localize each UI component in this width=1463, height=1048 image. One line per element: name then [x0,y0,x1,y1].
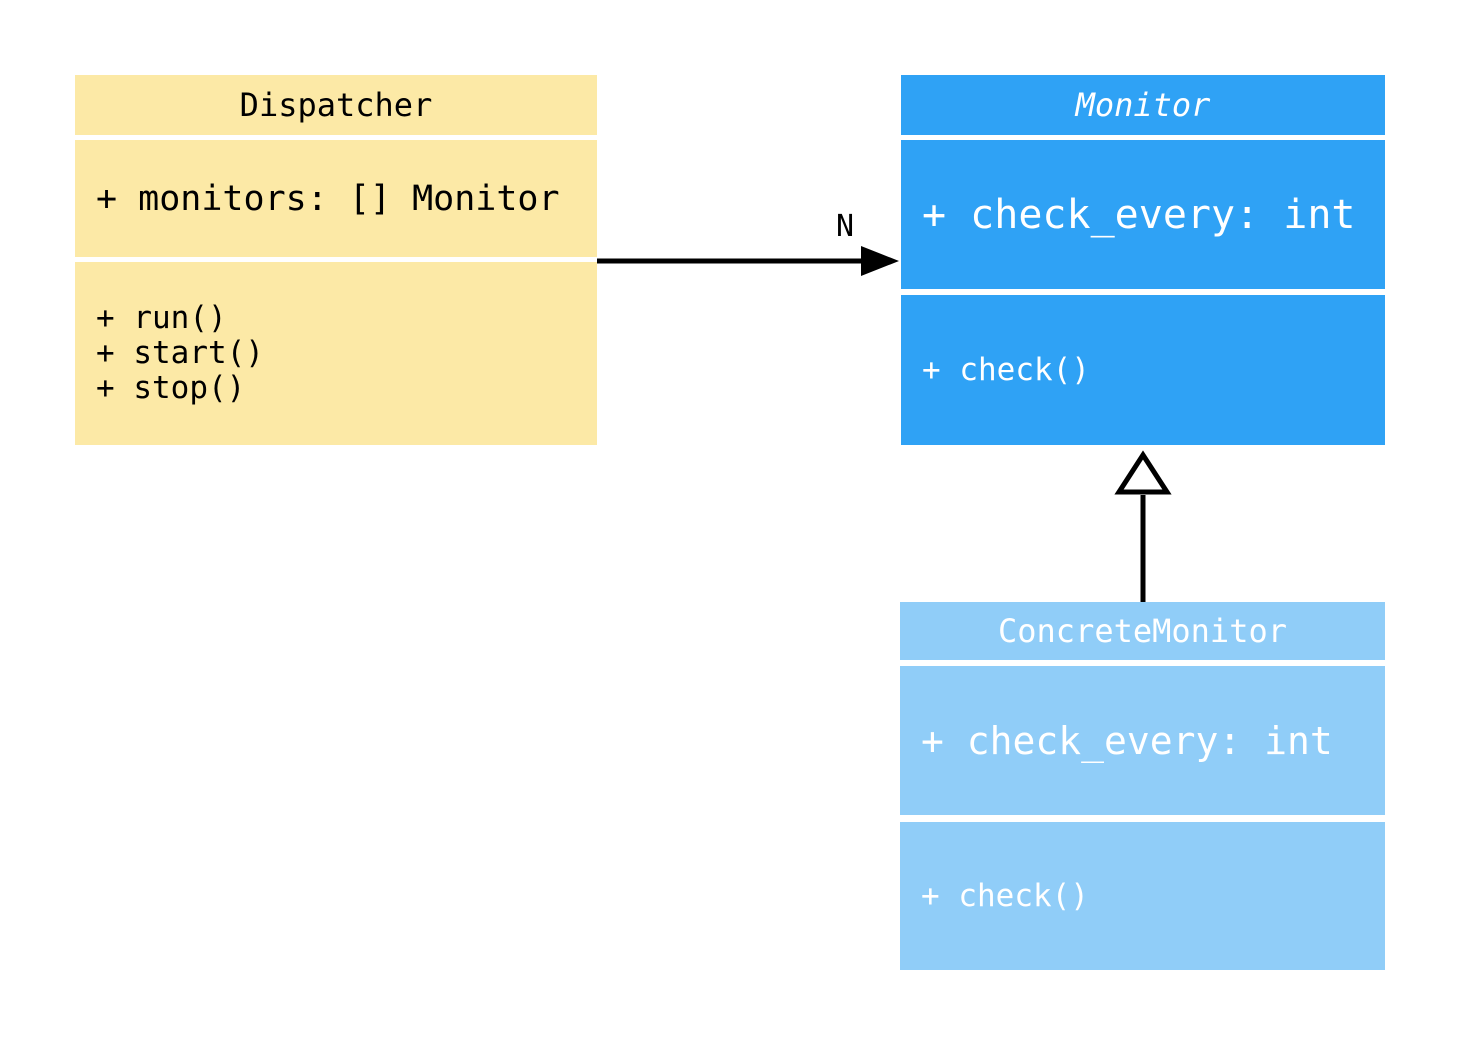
method-line: + start() [96,335,264,371]
method-line: + check() [922,351,1090,388]
class-title-dispatcher: Dispatcher [75,75,597,135]
class-box-concrete-monitor: ConcreteMonitor + check_every: int + che… [900,602,1385,970]
class-title-monitor: Monitor [901,75,1385,135]
attribute-line: + check_every: int [922,191,1356,238]
class-title-concrete-monitor: ConcreteMonitor [900,602,1385,660]
class-methods-concrete-monitor: + check() [900,822,1385,970]
class-attributes-dispatcher: + monitors: [] Monitor [75,140,597,257]
attribute-line: + monitors: [] Monitor [96,178,560,219]
class-box-dispatcher: Dispatcher + monitors: [] Monitor + run(… [75,75,597,445]
generalization-edge-concretemonitor-monitor [1114,450,1172,602]
class-box-monitor: Monitor + check_every: int + check() [901,75,1385,445]
class-methods-dispatcher: + run() + start() + stop() [75,262,597,445]
method-line: + check() [921,877,1089,914]
method-line: + stop() [96,370,246,406]
generalization-hollow-triangle-icon [1114,450,1172,495]
attribute-line: + check_every: int [921,718,1333,763]
class-attributes-monitor: + check_every: int [901,140,1385,289]
association-edge-dispatcher-monitor [597,246,899,276]
association-arrowhead-icon [861,246,899,276]
method-line: + run() [96,300,227,336]
association-multiplicity-label: N [835,209,855,244]
class-methods-monitor: + check() [901,295,1385,445]
class-attributes-concrete-monitor: + check_every: int [900,666,1385,815]
